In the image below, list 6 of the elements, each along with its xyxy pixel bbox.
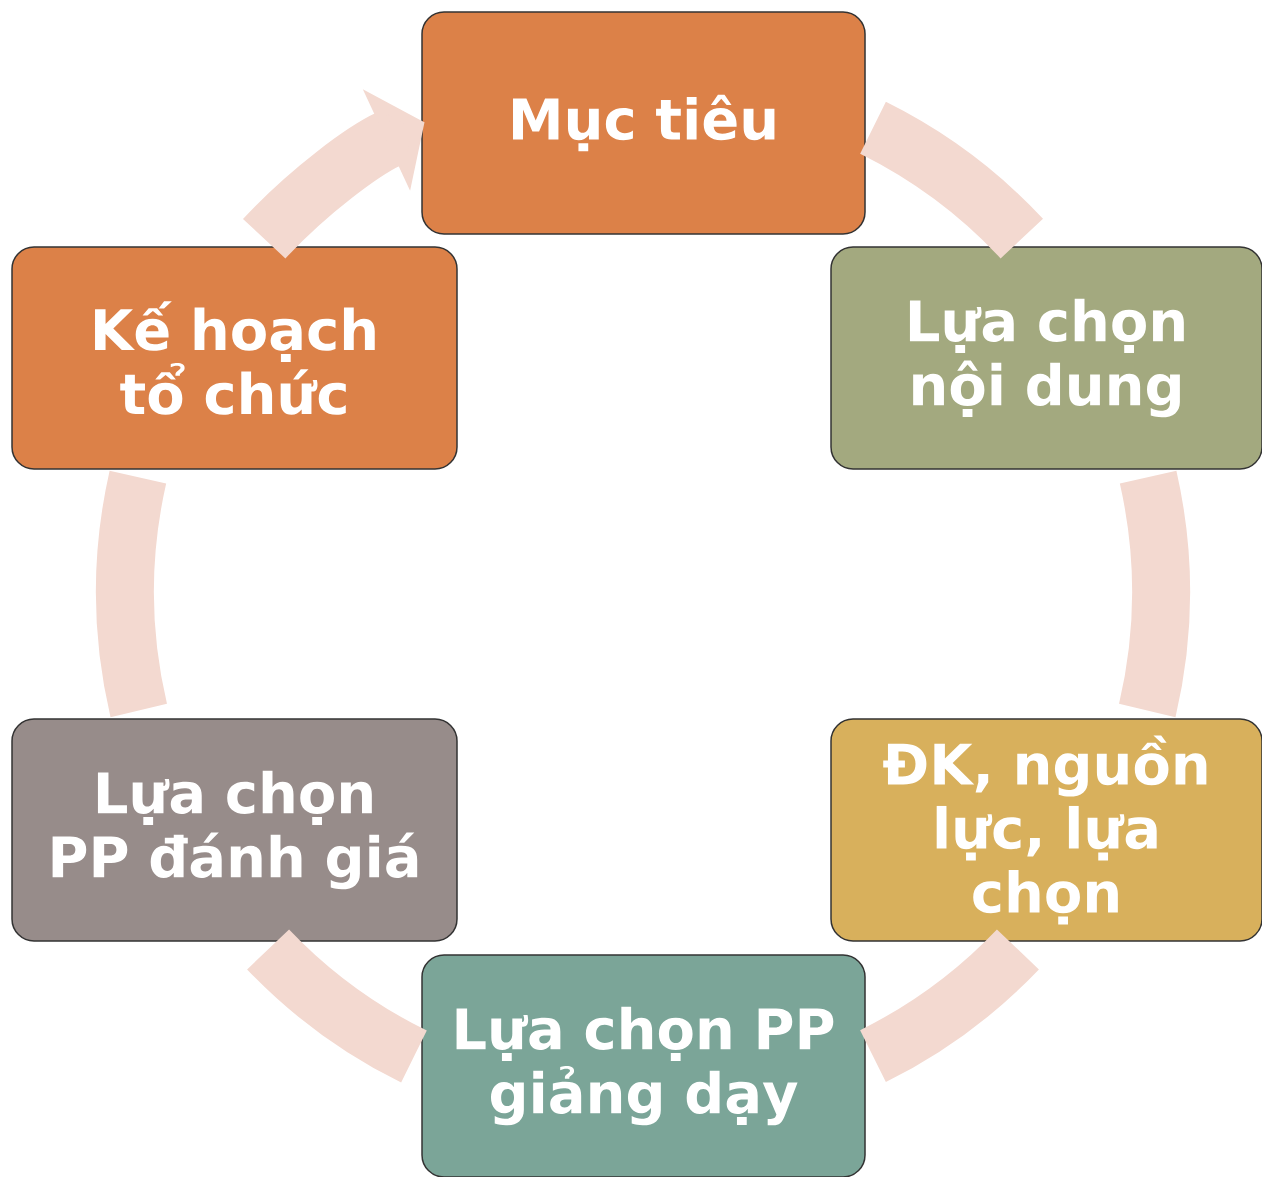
process-box: Mục tiêu <box>421 11 866 235</box>
process-box: ĐK, nguồn lực, lựa chọn <box>830 718 1262 942</box>
process-box: Lựa chọn PP đánh giá <box>11 718 458 942</box>
process-box: Lựa chọn PP giảng dạy <box>421 954 866 1177</box>
process-box: Kế hoạch tổ chức <box>11 246 458 470</box>
process-box: Lựa chọn nội dung <box>830 246 1262 470</box>
